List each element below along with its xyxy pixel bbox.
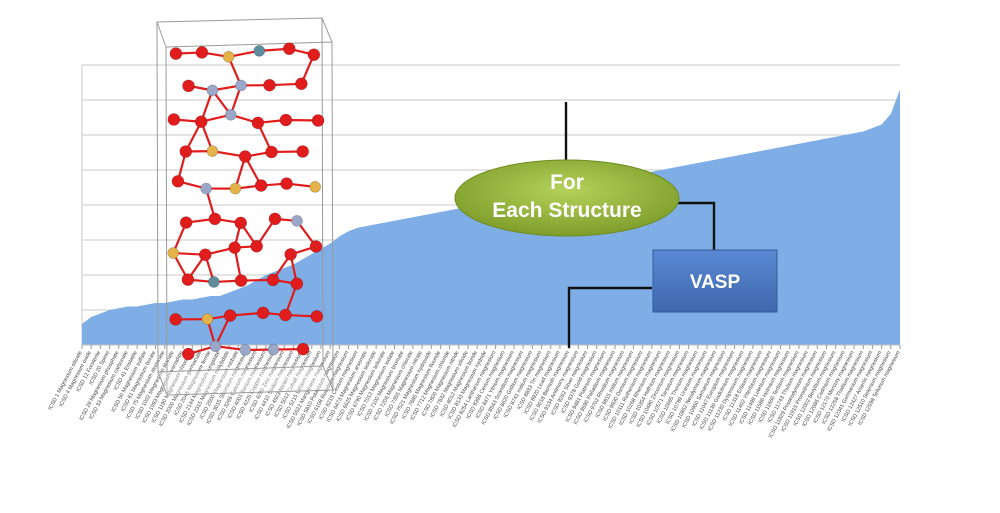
crystal-atom-phosphorus <box>167 247 180 259</box>
crystal-atom-oxygen <box>228 241 241 254</box>
crystal-atom-oxygen <box>182 79 195 93</box>
crystal-atom-oxygen <box>282 42 296 56</box>
crystal-atom-magnesium <box>208 276 220 288</box>
crystal-atom-oxygen <box>307 48 321 62</box>
crystal-atom-oxygen <box>295 77 308 91</box>
crystal-atom-other <box>267 343 280 356</box>
crystal-atom-other <box>291 215 303 227</box>
crystal-structure-image <box>156 17 334 396</box>
crystal-atom-oxygen <box>250 239 263 253</box>
crystal-atom-other <box>209 340 222 353</box>
crystal-atom-oxygen <box>309 240 323 253</box>
for-each-structure-label-line2: Each Structure <box>492 199 641 222</box>
crystal-atom-oxygen <box>311 114 325 127</box>
crystal-atom-oxygen <box>167 113 181 126</box>
crystal-atom-oxygen <box>266 273 280 287</box>
crystal-atom-oxygen <box>310 310 324 323</box>
crystal-atom-oxygen <box>256 306 270 320</box>
crystal-atom-oxygen <box>280 177 293 190</box>
crystal-atom-oxygen <box>169 313 182 326</box>
crystal-atom-oxygen <box>234 274 248 287</box>
crystal-atom-oxygen <box>182 347 195 361</box>
crystal-atom-phosphorus <box>229 182 242 195</box>
crystal-atom-oxygen <box>296 145 310 158</box>
crystal-atom-oxygen <box>171 175 185 188</box>
crystal-atom-oxygen <box>296 342 310 356</box>
crystal-atom-oxygen <box>238 150 252 163</box>
crystal-atom-other <box>235 79 247 92</box>
crystal-atom-oxygen <box>198 248 212 261</box>
crystal-atom-oxygen <box>194 115 208 129</box>
crystal-atom-oxygen <box>254 179 268 192</box>
workflow-connectors <box>564 102 716 348</box>
crystal-atom-oxygen <box>234 216 248 230</box>
connector-vasp-to-axis <box>567 286 652 348</box>
x-axis-ticks <box>81 345 901 349</box>
for-each-structure-label-line1: For <box>550 171 584 194</box>
crystal-atom-oxygen <box>223 309 237 322</box>
for-each-structure-node[interactable]: For Each Structure <box>454 159 680 237</box>
crystal-atoms <box>167 42 325 361</box>
vasp-node[interactable]: VASP <box>652 249 778 313</box>
crystal-atom-oxygen <box>284 248 297 261</box>
crystal-atom-oxygen <box>268 212 282 226</box>
crystal-atom-oxygen <box>279 308 292 322</box>
crystal-atom-oxygen <box>251 116 265 130</box>
crystal-atom-phosphorus <box>309 181 321 193</box>
crystal-atom-phosphorus <box>222 50 235 63</box>
crystal-atom-oxygen <box>265 145 278 159</box>
unit-cell-box <box>156 17 334 396</box>
crystal-atom-oxygen <box>179 216 193 229</box>
connector-oval-to-vasp <box>678 201 716 250</box>
crystal-atom-oxygen <box>208 212 222 226</box>
crystal-atom-magnesium <box>253 45 266 57</box>
crystal-atom-phosphorus <box>201 313 214 325</box>
crystal-atom-oxygen <box>179 145 193 158</box>
crystal-atom-other <box>239 344 252 356</box>
crystal-atom-oxygen <box>263 78 276 92</box>
crystal-atom-other <box>225 108 237 121</box>
vasp-label: VASP <box>690 272 741 293</box>
crystal-atom-oxygen <box>181 273 195 286</box>
crystal-atom-other <box>200 182 212 195</box>
crystal-atom-phosphorus <box>206 145 219 157</box>
crystal-atom-oxygen <box>290 277 304 291</box>
crystal-atom-other <box>206 84 219 97</box>
crystal-atom-oxygen <box>169 47 183 60</box>
crystal-atom-oxygen <box>195 46 209 59</box>
crystal-atom-oxygen <box>279 113 293 127</box>
